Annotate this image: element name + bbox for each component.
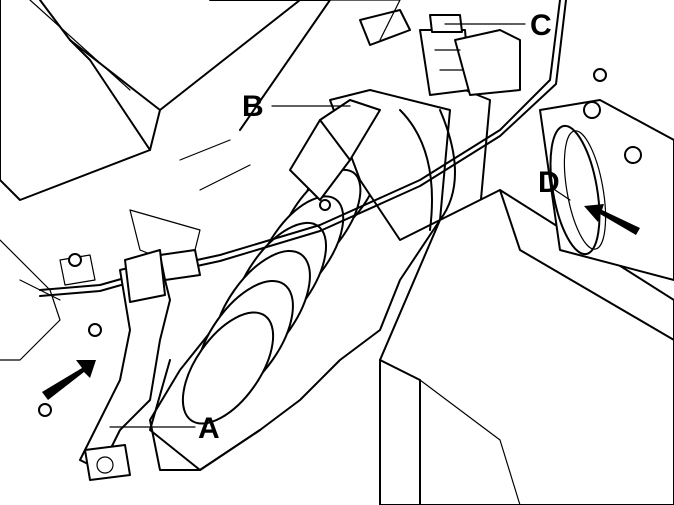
callout-label-b: B [242,90,264,123]
callout-label-a: A [198,412,220,445]
bolts [38,68,607,417]
left-bracket-panel [0,0,301,361]
arrow-right-indicator [584,204,640,235]
component-c-connector [419,14,521,96]
leader-line-d [554,189,571,201]
component-a-bracket [79,249,171,481]
callout-label-d: D [538,166,560,199]
callout-label-c: C [530,9,552,42]
air-cleaner-box [379,189,674,505]
leader-lines [109,23,571,428]
component-b-hose [289,99,381,201]
component-d-clamp [539,99,674,281]
arrow-left-indicator [42,360,96,400]
harness-cable [39,0,567,297]
